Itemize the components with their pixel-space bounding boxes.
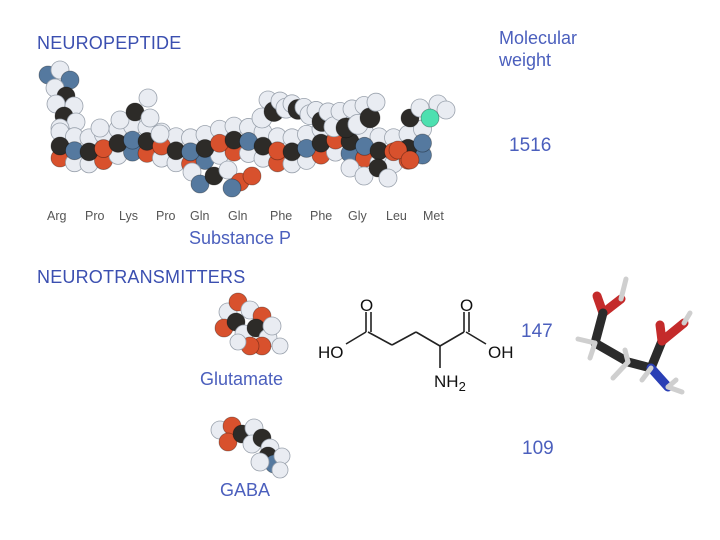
residue-label: Lys <box>119 209 138 223</box>
gaba-name: GABA <box>220 480 271 500</box>
residue-label: Phe <box>310 209 333 223</box>
glutamate-name: Glutamate <box>200 369 284 389</box>
atom <box>218 160 238 180</box>
residue-label: Met <box>423 209 444 223</box>
atom <box>354 166 374 186</box>
atom <box>388 140 408 160</box>
residue-label: Gly <box>348 209 367 223</box>
atom <box>340 158 360 178</box>
residue-label: Leu <box>386 209 407 223</box>
atom <box>271 337 289 355</box>
residue-label: Arg <box>47 209 67 223</box>
atom <box>378 168 398 188</box>
molecular-weight-line-2: weight <box>499 50 552 70</box>
formula-hydroxyl-right: OH <box>488 343 514 362</box>
atom <box>218 432 238 452</box>
atom <box>262 316 282 336</box>
atom <box>436 100 456 120</box>
atom <box>400 150 420 170</box>
neurotransmitters-heading: NEUROTRANSMITTERS <box>37 267 246 287</box>
formula-amine: NH2 <box>434 372 466 394</box>
atom <box>413 133 432 153</box>
substance-p-weight: 1516 <box>509 135 552 156</box>
formula-oxygen-left: O <box>360 296 374 315</box>
atom <box>190 174 210 194</box>
atom <box>110 110 130 130</box>
atom <box>138 88 158 108</box>
formula-amine-subscript: 2 <box>458 379 466 394</box>
atom <box>420 108 440 128</box>
atom <box>273 447 291 465</box>
atom <box>242 166 262 186</box>
formula-hydroxyl-left: HO <box>318 343 344 362</box>
atom <box>222 178 242 198</box>
residue-label: Phe <box>270 209 293 223</box>
residue-label: Pro <box>156 209 176 223</box>
residue-label: Gln <box>190 209 210 223</box>
molecular-weight-line-1: Molecular <box>499 28 578 48</box>
residue-label: Gln <box>228 209 248 223</box>
atom <box>229 333 247 351</box>
formula-amine-nh: NH <box>434 372 459 391</box>
substance-p-model <box>38 60 456 198</box>
gaba-weight: 109 <box>522 438 554 459</box>
neuropeptide-heading: NEUROPEPTIDE <box>37 33 182 53</box>
substance-p-name: Substance P <box>189 228 292 248</box>
molecular-weight-label: Molecular weight <box>499 27 577 71</box>
atom <box>271 461 289 479</box>
formula-oxygen-right: O <box>460 296 474 315</box>
atom <box>250 452 270 472</box>
residue-label: Pro <box>85 209 105 223</box>
atom <box>150 124 170 144</box>
glutamate-weight: 147 <box>521 321 553 342</box>
atom <box>366 92 386 112</box>
atom <box>90 118 110 138</box>
atom <box>140 108 160 128</box>
